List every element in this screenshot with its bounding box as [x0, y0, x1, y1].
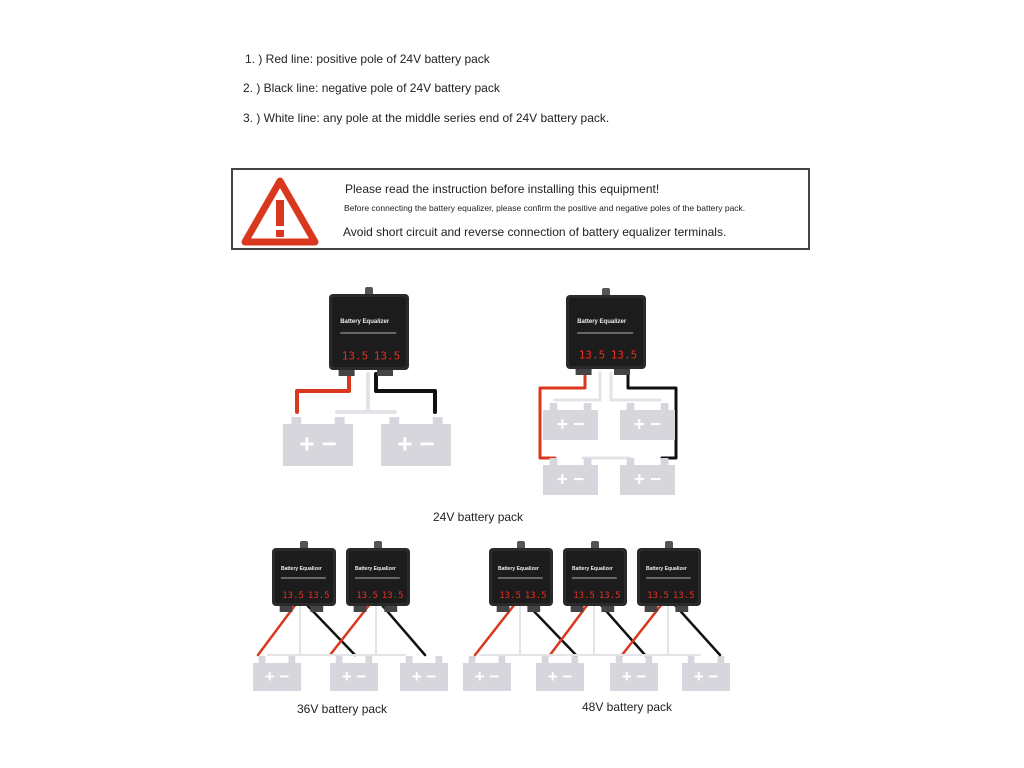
battery: + − [283, 417, 353, 466]
battery: + − [381, 417, 451, 466]
battery: + − [620, 458, 675, 495]
battery-equalizer: Battery Equalizer 13.5 13.5 [346, 541, 410, 612]
voltage-reading: 13.5 [579, 349, 606, 362]
instruction-1: 1. ) Red line: positive pole of 24V batt… [245, 52, 490, 66]
device-title: Battery Equalizer [577, 319, 627, 325]
device-title: Battery Equalizer [355, 566, 396, 572]
middle-wire [553, 371, 602, 402]
voltage-reading: 13.5 [573, 591, 595, 601]
battery-symbol: + − [557, 414, 584, 435]
warning-box: Please read the instruction before insta… [231, 168, 810, 250]
voltage-reading: 13.5 [382, 591, 404, 601]
battery: + − [620, 403, 675, 440]
positive-wire [328, 602, 372, 657]
voltage-reading: 13.5 [342, 349, 369, 362]
negative-wire [598, 602, 647, 657]
battery: + − [682, 656, 730, 691]
caption-24v: 24V battery pack [433, 510, 524, 524]
negative-wire [374, 372, 437, 414]
warning-triangle-icon [241, 177, 319, 246]
negative-wire [672, 602, 722, 657]
battery-symbol: + − [548, 667, 573, 686]
voltage-reading: 13.5 [611, 349, 638, 362]
voltage-reading: 13.5 [374, 349, 401, 362]
battery: + − [536, 656, 584, 691]
positive-wire [473, 602, 517, 657]
battery-symbol: + − [397, 429, 435, 459]
negative-wire [379, 602, 427, 657]
device-title: Battery Equalizer [572, 566, 613, 572]
instruction-2: 2. ) Black line: negative pole of 24V ba… [243, 81, 500, 95]
negative-wire [626, 371, 678, 460]
device-title: Battery Equalizer [340, 319, 390, 325]
battery-symbol: + − [634, 414, 661, 435]
voltage-reading: 13.5 [282, 591, 304, 601]
positive-wire [295, 372, 351, 414]
battery-equalizer: Battery Equalizer 13.5 13.5 [329, 287, 409, 376]
battery-symbol: + − [412, 667, 437, 686]
battery-symbol: + − [622, 667, 647, 686]
battery: + − [543, 458, 598, 495]
voltage-reading: 13.5 [499, 591, 521, 601]
voltage-reading: 13.5 [647, 591, 669, 601]
voltage-reading: 13.5 [356, 591, 378, 601]
battery-symbol: + − [265, 667, 290, 686]
device-title: Battery Equalizer [646, 566, 687, 572]
battery-equalizer: Battery Equalizer 13.5 13.5 [566, 288, 646, 375]
warning-title: Please read the instruction before insta… [345, 182, 660, 196]
battery: + − [463, 656, 511, 691]
voltage-reading: 13.5 [525, 591, 547, 601]
battery-symbol: + − [475, 667, 500, 686]
battery-symbol: + − [694, 667, 719, 686]
battery-equalizer: Battery Equalizer 13.5 13.5 [489, 541, 553, 612]
device-title: Battery Equalizer [498, 566, 539, 572]
battery-symbol: + − [557, 469, 584, 490]
positive-wire [620, 602, 664, 657]
device-title: Battery Equalizer [281, 566, 322, 572]
voltage-reading: 13.5 [599, 591, 621, 601]
battery-equalizer: Battery Equalizer 13.5 13.5 [637, 541, 701, 612]
battery: + − [330, 656, 378, 691]
warning-caution: Avoid short circuit and reverse connecti… [343, 225, 727, 239]
positive-wire [538, 371, 587, 460]
voltage-reading: 13.5 [308, 591, 330, 601]
negative-wire [304, 602, 357, 657]
caption-48v: 48V battery pack [582, 700, 673, 714]
instruction-3: 3. ) White line: any pole at the middle … [243, 111, 610, 125]
negative-wire [525, 602, 578, 657]
battery: + − [253, 656, 301, 691]
caption-36v: 36V battery pack [297, 702, 388, 716]
battery-symbol: + − [299, 429, 337, 459]
battery: + − [543, 403, 598, 440]
voltage-reading: 13.5 [673, 591, 695, 601]
warning-detail: Before connecting the battery equalizer,… [344, 203, 746, 213]
battery: + − [610, 656, 658, 691]
battery-symbol: + − [634, 469, 661, 490]
battery-equalizer: Battery Equalizer 13.5 13.5 [272, 541, 336, 612]
battery-symbol: + − [342, 667, 367, 686]
battery-equalizer: Battery Equalizer 13.5 13.5 [563, 541, 627, 612]
positive-wire [256, 602, 298, 657]
positive-wire [548, 602, 590, 657]
middle-wire [609, 371, 662, 402]
battery: + − [400, 656, 448, 691]
